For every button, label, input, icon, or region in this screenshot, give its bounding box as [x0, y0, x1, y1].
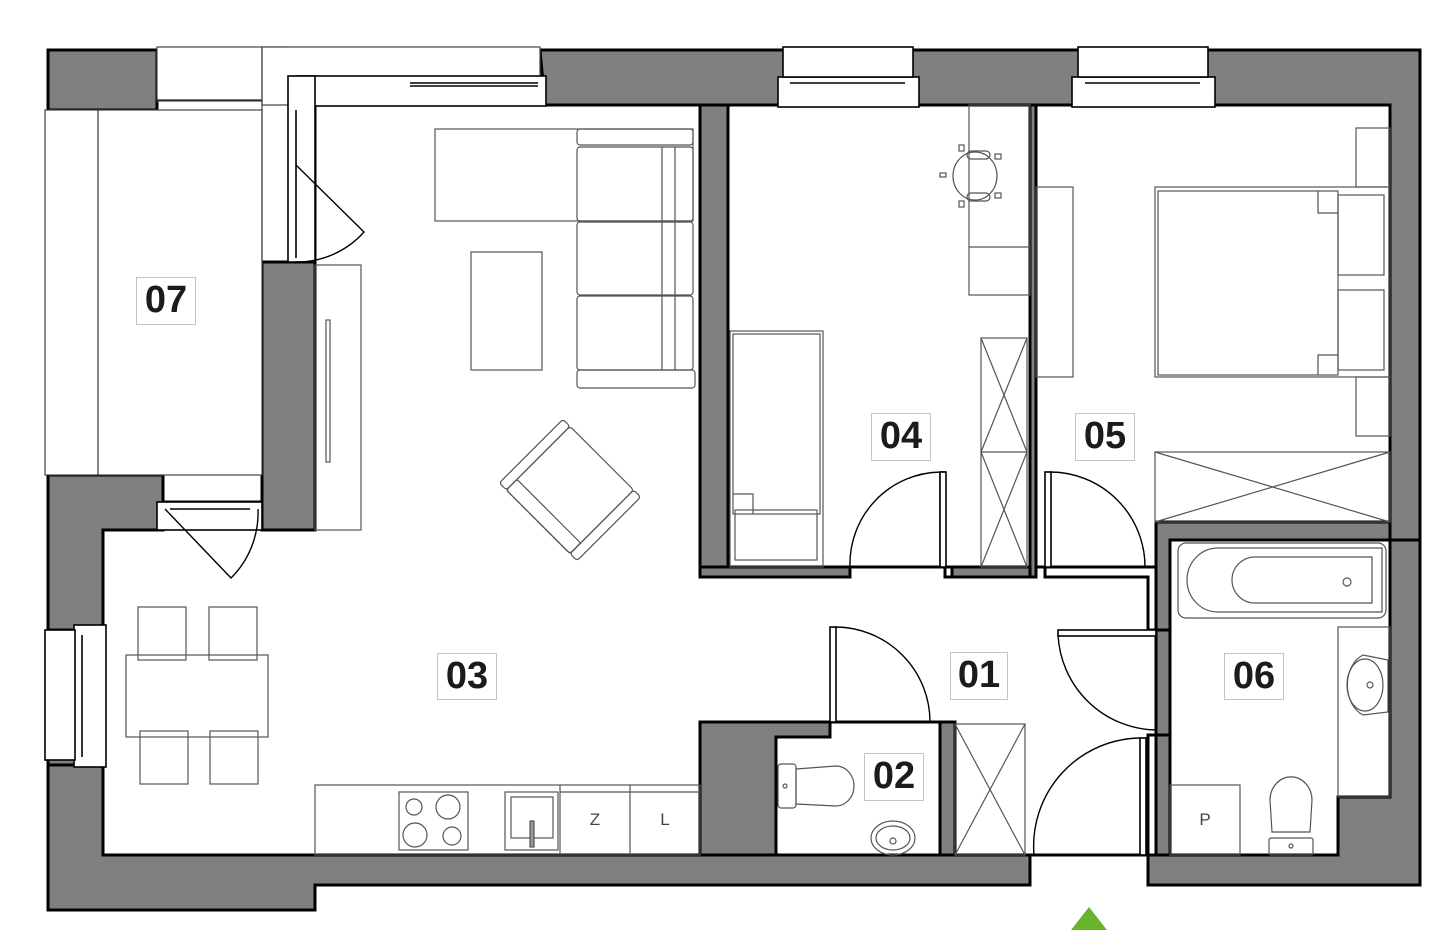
wall-07-right	[260, 260, 317, 532]
balcony-door-07	[156, 501, 263, 531]
fridge-label: Z	[589, 810, 601, 829]
floor-05	[1034, 103, 1392, 569]
wall-02-right	[938, 720, 957, 857]
dresser	[1035, 186, 1074, 378]
bathtub	[1177, 542, 1387, 619]
coffee-table	[470, 251, 543, 371]
dining-table	[125, 654, 269, 738]
door-balcony-lower	[164, 508, 259, 580]
door-02	[834, 626, 931, 723]
room-label-06[interactable]: 06	[1224, 653, 1284, 700]
nightstand	[1355, 376, 1391, 437]
dishwasher-label: L	[660, 810, 670, 829]
sink	[504, 791, 559, 851]
wardrobe-hall-01	[954, 723, 1026, 856]
bed-single	[729, 330, 824, 568]
kitchen-counter	[314, 784, 701, 856]
furniture	[125, 104, 1391, 856]
wall-03-04	[698, 103, 730, 579]
room-label-07[interactable]: 07	[136, 277, 196, 325]
chair	[208, 606, 258, 661]
windows	[44, 46, 1216, 768]
toilet-02	[777, 763, 855, 809]
room-label-03[interactable]: 03	[437, 653, 497, 700]
chair	[139, 730, 189, 785]
chair	[209, 730, 259, 785]
doors	[164, 164, 1157, 856]
window-03-left	[73, 624, 107, 768]
door-entrance	[1032, 737, 1143, 856]
bed-double	[1154, 186, 1391, 378]
door-05	[1049, 471, 1146, 568]
stove	[398, 791, 469, 851]
wardrobe-hall	[314, 264, 362, 531]
chair	[137, 606, 187, 661]
vanity	[1337, 626, 1391, 798]
wall-06-left	[1154, 733, 1172, 857]
window-03-corner	[287, 75, 316, 263]
entrance-arrow-icon	[1071, 907, 1107, 930]
wall-04-bottom-r	[950, 565, 1032, 579]
wardrobe-05	[1154, 451, 1391, 523]
washbasin-02	[870, 820, 916, 856]
wall-04-bottom	[698, 565, 852, 579]
washer	[1169, 784, 1241, 856]
wall-04-05	[1028, 103, 1038, 579]
wall-top-left	[46, 48, 159, 112]
window-03-top	[295, 75, 547, 107]
toilet-06	[1268, 776, 1314, 856]
office-chair	[939, 144, 1002, 208]
door-balcony-upper	[295, 164, 365, 263]
room-label-02[interactable]: 02	[864, 753, 924, 801]
room-label-04[interactable]: 04	[871, 413, 931, 461]
washer-label: P	[1199, 810, 1211, 829]
window-05	[1071, 76, 1216, 108]
window-04	[777, 76, 920, 108]
room-label-01[interactable]: 01	[950, 652, 1008, 700]
inner-walls	[46, 48, 1422, 912]
nightstand	[1355, 127, 1391, 188]
washbasin-06	[1346, 654, 1389, 716]
door-06	[1057, 633, 1157, 731]
room-label-05[interactable]: 05	[1075, 413, 1135, 461]
